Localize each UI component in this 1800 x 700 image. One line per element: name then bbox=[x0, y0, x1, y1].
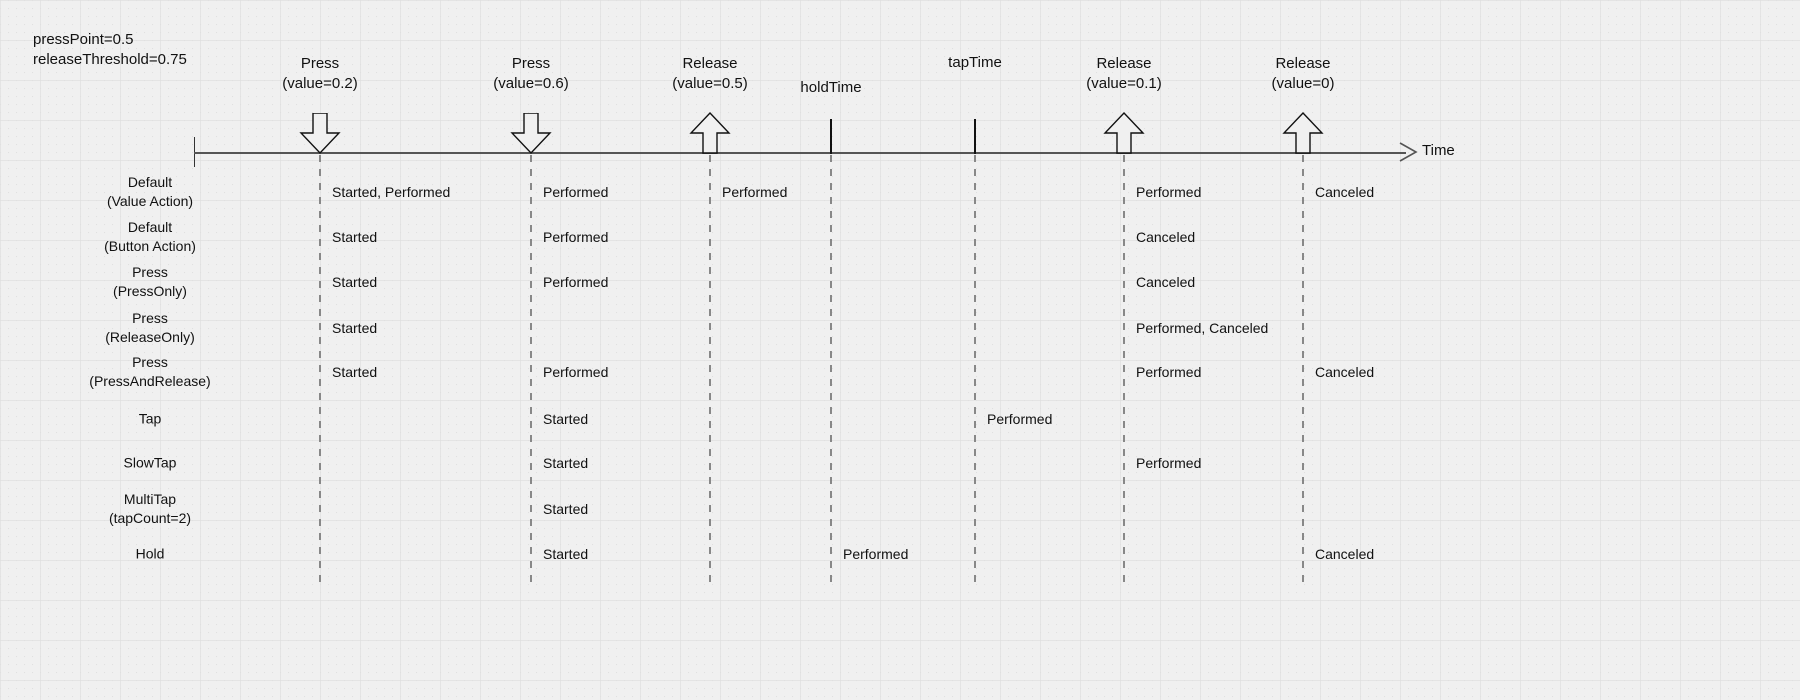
row-label-multitap: MultiTap (tapCount=2) bbox=[108, 491, 192, 526]
time-axis-line bbox=[194, 152, 1406, 154]
time-axis-label: Time bbox=[1422, 142, 1455, 159]
event-column-caption: Press (value=0.2) bbox=[282, 55, 358, 92]
column-guide-line bbox=[1302, 155, 1304, 585]
row-label-hold: Hold bbox=[135, 545, 165, 562]
row-event-default-value-action: Performed bbox=[1136, 184, 1202, 200]
time-marker-tick bbox=[830, 119, 832, 154]
row-event-default-button-action: Canceled bbox=[1136, 229, 1196, 245]
row-event-slowtap: Performed bbox=[1136, 455, 1202, 471]
row-event-press-pressandrelease: Performed bbox=[543, 364, 609, 380]
event-column-caption: Release (value=0.1) bbox=[1086, 55, 1162, 92]
arrow-down-icon bbox=[505, 112, 557, 160]
row-label-press-releaseonly: Press (ReleaseOnly) bbox=[105, 310, 195, 345]
event-column-caption: Press (value=0.6) bbox=[493, 55, 569, 92]
row-event-press-releaseonly: Performed, Canceled bbox=[1136, 320, 1269, 336]
event-column-caption: tapTime bbox=[948, 54, 1002, 71]
time-marker-tick bbox=[974, 119, 976, 154]
event-column-caption: Release (value=0) bbox=[1271, 55, 1335, 92]
arrow-up-icon bbox=[1098, 111, 1150, 159]
arrow-up-icon bbox=[684, 111, 736, 159]
row-label-default-button-action: Default (Button Action) bbox=[104, 219, 196, 254]
event-column-caption: holdTime bbox=[800, 79, 862, 96]
column-guide-line bbox=[530, 155, 532, 585]
row-event-default-button-action: Performed bbox=[543, 229, 609, 245]
column-guide-line bbox=[974, 155, 976, 585]
column-guide-line bbox=[319, 155, 321, 585]
event-column-caption: Release (value=0.5) bbox=[672, 55, 748, 92]
column-guide-line bbox=[1123, 155, 1125, 585]
row-event-tap: Started bbox=[543, 411, 589, 427]
row-label-press-pressonly: Press (PressOnly) bbox=[113, 264, 187, 299]
row-event-multitap: Started bbox=[543, 501, 589, 517]
row-event-default-value-action: Canceled bbox=[1315, 184, 1375, 200]
row-label-default-value-action: Default (Value Action) bbox=[106, 174, 194, 209]
row-event-hold: Started bbox=[543, 546, 589, 562]
row-event-slowtap: Started bbox=[543, 455, 589, 471]
arrow-down-icon bbox=[294, 112, 346, 160]
row-event-press-pressandrelease: Canceled bbox=[1315, 364, 1375, 380]
row-label-slowtap: SlowTap bbox=[123, 454, 177, 471]
arrow-right-icon bbox=[1398, 141, 1420, 163]
column-guide-line bbox=[709, 155, 711, 585]
row-label-press-pressandrelease: Press (PressAndRelease) bbox=[89, 354, 211, 389]
arrow-up-icon bbox=[1277, 111, 1329, 159]
row-event-hold: Performed bbox=[843, 546, 909, 562]
row-event-default-value-action: Started, Performed bbox=[332, 184, 451, 200]
row-event-press-pressonly: Performed bbox=[543, 274, 609, 290]
column-guide-line bbox=[830, 155, 832, 585]
row-event-tap: Performed bbox=[987, 411, 1053, 427]
row-label-tap: Tap bbox=[138, 410, 162, 427]
row-event-press-pressandrelease: Started bbox=[332, 364, 378, 380]
row-event-default-value-action: Performed bbox=[543, 184, 609, 200]
row-event-press-pressonly: Canceled bbox=[1136, 274, 1196, 290]
row-event-default-button-action: Started bbox=[332, 229, 378, 245]
parameters-note: pressPoint=0.5 releaseThreshold=0.75 bbox=[33, 31, 187, 68]
row-event-press-pressonly: Started bbox=[332, 274, 378, 290]
row-event-default-value-action: Performed bbox=[722, 184, 788, 200]
row-event-hold: Canceled bbox=[1315, 546, 1375, 562]
row-event-press-releaseonly: Started bbox=[332, 320, 378, 336]
row-event-press-pressandrelease: Performed bbox=[1136, 364, 1202, 380]
